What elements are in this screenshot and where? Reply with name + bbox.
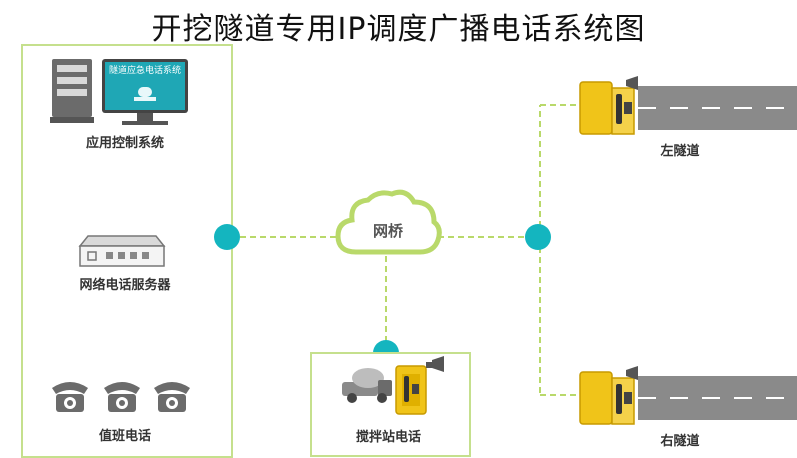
monitor-screen-text: 隧道应急电话系统: [109, 64, 181, 76]
duty-phone-label: 值班电话: [98, 429, 151, 444]
duty-phones-icon: [52, 382, 190, 412]
network-bridge-cloud: 网桥: [335, 189, 442, 255]
left-tunnel-label: 左隧道: [660, 144, 700, 159]
cement-truck-icon: [342, 368, 392, 403]
network-bridge-label: 网桥: [373, 222, 404, 240]
control-computer-icon: 隧道应急电话系统: [50, 59, 188, 125]
tunnel-branch-node: [525, 224, 551, 250]
left-tunnel-icon: [579, 76, 797, 135]
phone-server-icon: [78, 235, 166, 267]
right-tunnel-label: 右隧道: [660, 434, 700, 449]
page-title: 开挖隧道专用IP调度广播电话系统图: [151, 12, 646, 47]
panel-node: [214, 224, 240, 250]
control-system-label: 应用控制系统: [85, 136, 164, 151]
mixing-station-label: 搅拌站电话: [355, 430, 421, 445]
emergency-phone-icon: [395, 356, 444, 415]
phone-server-label: 网络电话服务器: [79, 278, 171, 293]
right-tunnel-icon: [579, 366, 797, 425]
mixing-station-panel: [310, 352, 471, 457]
mixing-station-icon: [342, 356, 444, 415]
